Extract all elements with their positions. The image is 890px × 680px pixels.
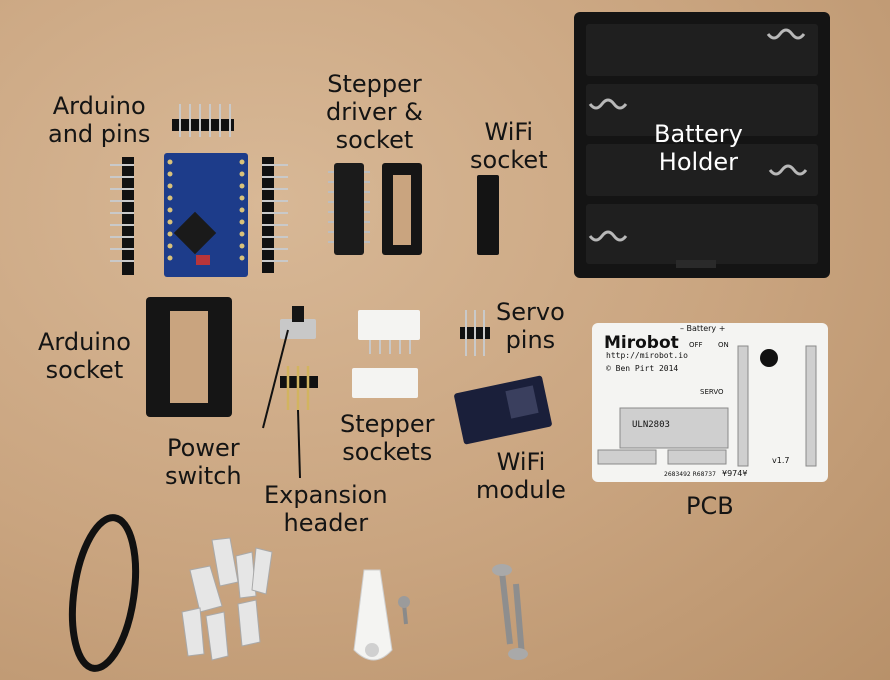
power-switch-pointer — [262, 329, 289, 429]
pcb-brand: Mirobot — [604, 333, 679, 353]
stepper-socket-bottom — [352, 368, 418, 398]
battery-holder — [574, 12, 830, 278]
pcb-url: http://mirobot.io — [606, 351, 688, 360]
label-wifi-socket: WiFi socket — [470, 118, 548, 174]
pcb-version: v1.7 — [772, 456, 790, 465]
pcb-servo-label: SERVO — [700, 388, 724, 396]
pcb-code: ¥974¥ — [722, 469, 748, 478]
arduino-socket — [146, 297, 232, 417]
label-arduino-and-pins: Arduino and pins — [48, 92, 151, 148]
label-arduino-socket: Arduino socket — [38, 328, 131, 384]
servo-horn — [353, 569, 393, 661]
pcb-chip-label: ULN2803 — [632, 420, 670, 430]
label-power-switch: Power switch — [165, 434, 242, 490]
expansion-header — [280, 366, 318, 410]
label-pcb: PCB — [686, 492, 734, 520]
mirobot-pcb — [592, 323, 828, 482]
label-stepper-driver-socket: Stepper driver & socket — [326, 70, 423, 154]
long-screw-left — [492, 564, 513, 645]
servo-pins — [460, 310, 490, 356]
expansion-header-pointer — [297, 409, 301, 479]
clear-spikes — [181, 537, 273, 661]
wifi-socket — [477, 175, 499, 255]
wifi-module — [454, 375, 552, 445]
long-screw-right — [508, 583, 528, 660]
arduino-board — [164, 153, 248, 277]
label-battery-holder: Battery Holder — [654, 120, 743, 176]
label-expansion-header: Expansion header — [264, 481, 388, 537]
stepper-driver-socket — [382, 163, 422, 255]
pcb-on-label: ON — [718, 341, 729, 349]
rubber-band — [68, 514, 140, 672]
pcb-off-label: OFF — [689, 341, 703, 349]
pin-header-right — [262, 157, 288, 273]
pcb-credit: © Ben Pirt 2014 — [606, 364, 679, 373]
pin-header-top — [172, 104, 234, 137]
pin-header-left — [110, 157, 134, 275]
pcb-serial: 2683492 R68737 — [664, 471, 716, 478]
pcb-battery-label: – Battery + — [680, 324, 726, 333]
power-switch — [280, 306, 316, 339]
label-stepper-sockets: Stepper sockets — [340, 410, 435, 466]
stepper-socket-top — [358, 310, 420, 354]
label-wifi-module: WiFi module — [476, 448, 566, 504]
label-servo-pins: Servo pins — [496, 298, 565, 354]
stepper-driver-chip — [328, 163, 370, 255]
small-screw — [398, 596, 410, 625]
